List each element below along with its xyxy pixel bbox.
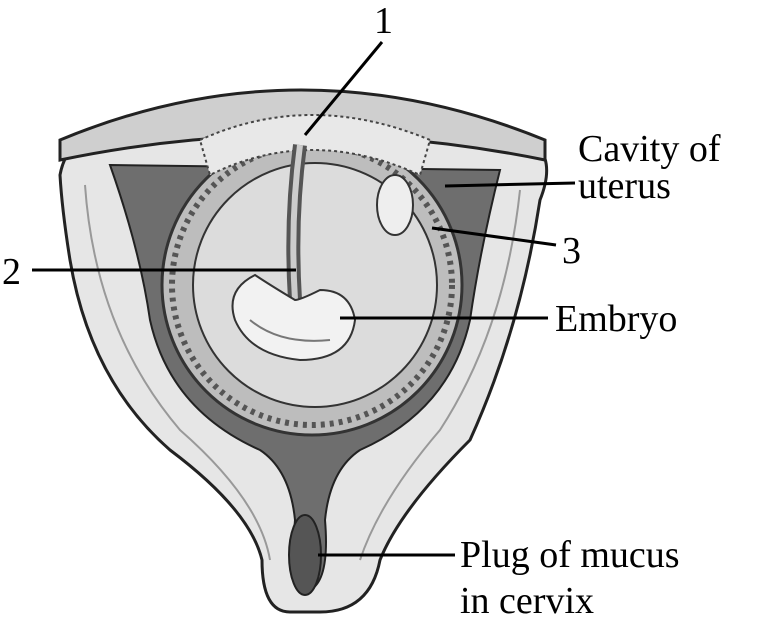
label-cavity-line1: Cavity of	[578, 128, 721, 170]
embryo	[231, 273, 357, 362]
label-cavity-line2: uterus	[578, 165, 671, 207]
leader-line-cavity	[444, 181, 576, 188]
label-plug-line1: Plug of mucus	[460, 534, 680, 576]
label-2: 2	[2, 251, 21, 293]
label-1: 1	[374, 0, 393, 42]
wall-band-right	[359, 189, 521, 561]
leader-line-3	[431, 226, 557, 247]
leader-lines	[32, 41, 576, 557]
umbilical-cord-core	[290, 144, 303, 301]
embryo-fold	[249, 319, 331, 342]
wall-band-left	[84, 184, 271, 561]
label-3: 3	[562, 230, 581, 272]
mucus-plug	[288, 514, 322, 596]
amniotic-sac	[192, 162, 438, 408]
label-plug-line2: in cervix	[460, 580, 595, 622]
leader-line-1	[303, 41, 384, 136]
label-embryo: Embryo	[555, 298, 678, 340]
yolk-sac	[376, 174, 414, 236]
placental-villi	[198, 114, 432, 177]
